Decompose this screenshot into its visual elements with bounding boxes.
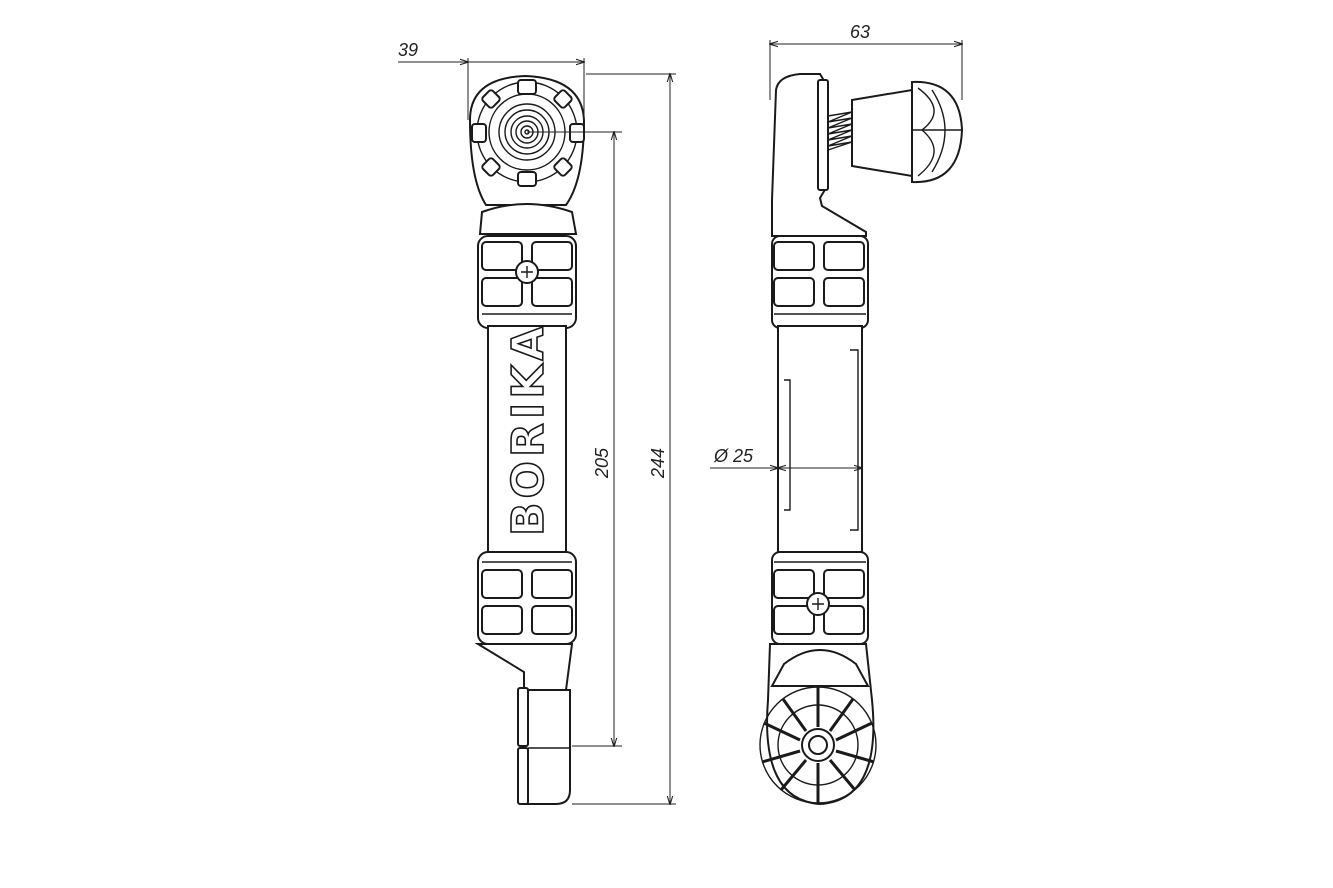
side-head: [771, 73, 964, 237]
side-rosette-head: [759, 643, 877, 806]
side-view: [759, 73, 964, 806]
dimension-lines: 39 63 244 205 Ø 25: [398, 22, 962, 804]
front-lower-mount: [474, 643, 574, 805]
front-upper-clamp: [477, 235, 577, 329]
side-upper-clamp: [771, 235, 869, 329]
dim-total-length: 244: [648, 448, 668, 479]
rosette-teeth: [761, 687, 875, 803]
front-head: [468, 74, 586, 235]
side-tube: [777, 325, 863, 555]
dim-arm-length: 205: [592, 447, 612, 479]
brand-logo: BORIKA: [503, 323, 554, 536]
dim-front-width: 39: [398, 40, 418, 60]
dim-side-width: 63: [850, 22, 870, 42]
front-tube: BORIKA: [487, 322, 567, 555]
front-lower-clamp: [477, 551, 577, 645]
dim-tube-diameter: Ø 25: [713, 446, 754, 466]
front-view: BORIKA: [468, 74, 586, 805]
side-lower-clamp: [771, 551, 869, 645]
